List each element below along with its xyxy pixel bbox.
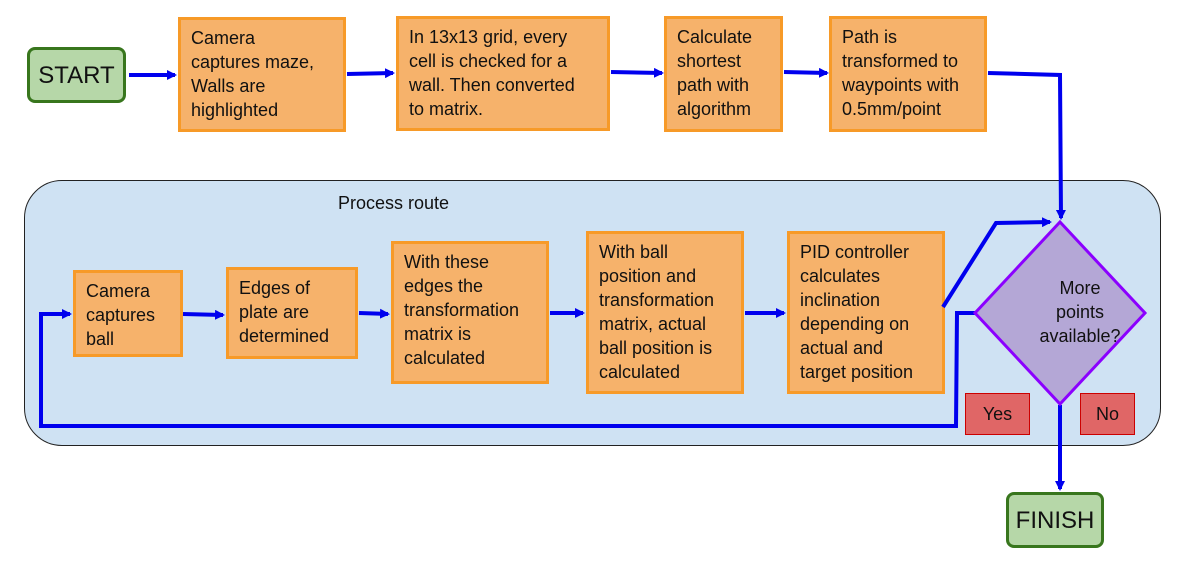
arrow-capture-maze-to-grid (346, 68, 395, 79)
arrow-capture-ball-to-edges (182, 309, 225, 320)
arrow-shortest-path-to-waypoints (783, 67, 829, 78)
arrow-pid-to-decision (941, 217, 1052, 309)
process-route-title: Process route (338, 193, 450, 213)
arrow-edges-to-matrix (358, 308, 390, 319)
step-grid-check: In 13x13 grid, every cell is checked for… (396, 16, 610, 131)
step-capture-ball: Camera captures ball (73, 270, 183, 357)
step-waypoints: Path is transformed to waypoints with 0.… (829, 16, 987, 132)
step-shortest-path: Calculate shortest path with algorithm (664, 16, 783, 132)
step-pid-controller: PID controller calculates inclination de… (787, 231, 945, 394)
step-capture-maze: Camera captures maze, Walls are highligh… (178, 17, 346, 132)
decision-diamond (972, 219, 1148, 407)
no-label: No (1080, 393, 1135, 435)
step-actual-ball-position: With ball position and transformation ma… (586, 231, 744, 394)
arrow-yes-loop-back (39, 309, 975, 428)
yes-label: Yes (965, 393, 1030, 435)
step-plate-edges: Edges of plate are determined (226, 267, 358, 359)
decision-question: More points available? (1039, 278, 1121, 346)
step-transformation-matrix: With these edges the transformation matr… (391, 241, 549, 384)
arrow-grid-to-shortest-path (610, 67, 664, 78)
finish-terminal: FINISH (1006, 492, 1104, 548)
start-terminal: START (27, 47, 126, 103)
arrow-waypoints-to-decision (987, 71, 1066, 220)
